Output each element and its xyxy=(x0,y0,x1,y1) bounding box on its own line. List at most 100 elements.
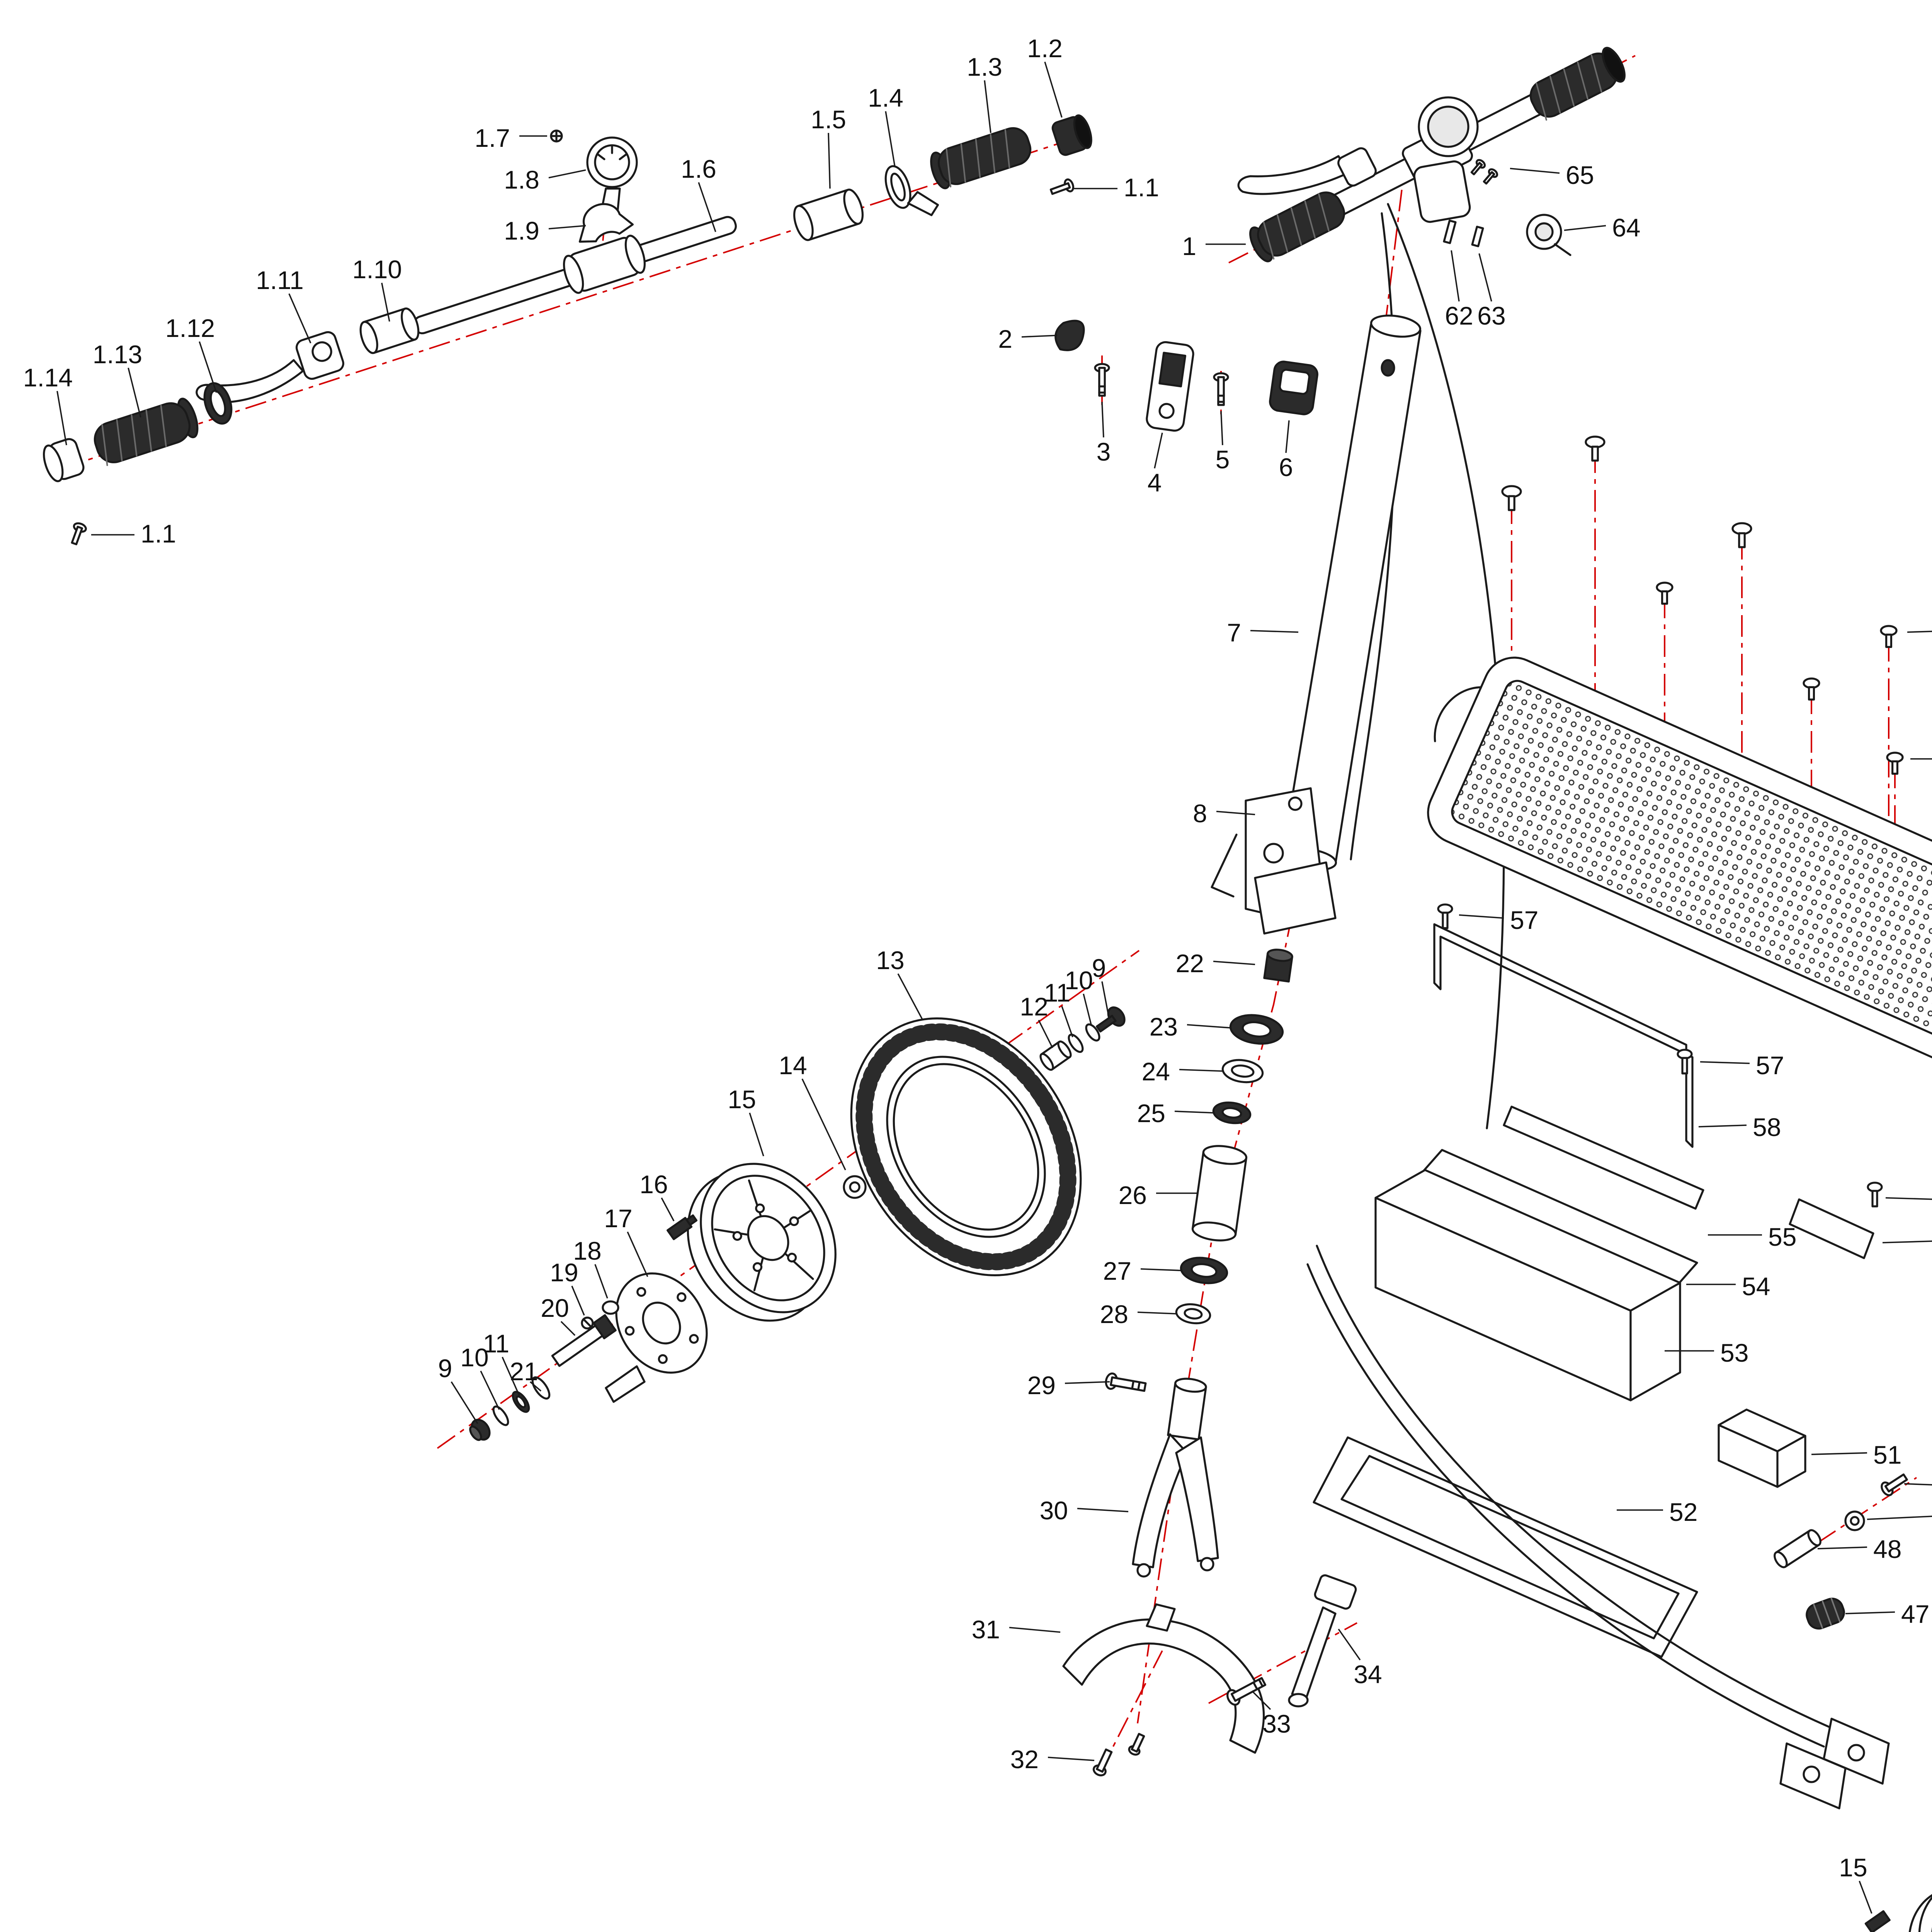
right-handlebar-assembly xyxy=(1237,47,1626,262)
leader-line xyxy=(529,1381,542,1392)
leader-line xyxy=(1077,1508,1129,1512)
bar-clamp xyxy=(359,307,420,354)
leader-line xyxy=(1698,1124,1747,1128)
brake-disc xyxy=(615,1272,708,1374)
part-label-13: 13 xyxy=(876,946,904,975)
front-fork xyxy=(1132,1378,1219,1578)
leader-line xyxy=(1213,961,1255,965)
part-label-20: 20 xyxy=(541,1294,569,1322)
part-label-64: 64 xyxy=(1612,213,1640,242)
part-label-15: 15 xyxy=(1839,1853,1867,1882)
throttle-housing xyxy=(1269,361,1318,415)
leader-line xyxy=(1859,1881,1872,1914)
leader-line xyxy=(451,1381,478,1424)
screw-50 xyxy=(1881,1473,1908,1497)
part-label-1.7: 1.7 xyxy=(474,124,510,152)
part-label-32: 32 xyxy=(1010,1745,1039,1774)
part-label-1.11: 1.11 xyxy=(256,266,304,294)
part-label-54: 54 xyxy=(1742,1272,1770,1301)
folding-mechanism xyxy=(1211,787,1337,935)
bar-end-cap xyxy=(1051,114,1092,156)
rear-assembly xyxy=(1864,1879,1932,1932)
leader-line xyxy=(1811,1452,1867,1455)
disc-bracket xyxy=(605,1365,646,1403)
reflector-49 xyxy=(1844,1510,1865,1531)
part-label-1.1: 1.1 xyxy=(1124,173,1159,202)
leader-line xyxy=(1907,631,1932,633)
part-label-15: 15 xyxy=(728,1085,756,1114)
small-screw xyxy=(550,129,563,143)
part-label-11: 11 xyxy=(483,1329,510,1358)
part-label-10: 10 xyxy=(460,1343,488,1372)
deck-screws xyxy=(1501,435,1904,775)
battery-53 xyxy=(1374,1169,1681,1401)
leader-line xyxy=(1478,253,1492,302)
kickstand-screw xyxy=(1226,1677,1267,1706)
right-brake-lever xyxy=(1237,147,1377,195)
tire-valve xyxy=(666,1214,698,1240)
leader-line xyxy=(627,1231,648,1277)
leader-line xyxy=(571,1286,585,1316)
leader-line xyxy=(381,282,390,322)
bracket-56 xyxy=(1789,1198,1874,1259)
leader-line xyxy=(1187,1024,1231,1029)
display xyxy=(1418,96,1479,157)
screw-57c xyxy=(1867,1182,1883,1208)
part-label-14: 14 xyxy=(779,1051,807,1080)
leader-line xyxy=(502,1357,520,1396)
left-handlebar-assembly xyxy=(43,114,1092,546)
leader-line xyxy=(1564,225,1606,231)
front-fender xyxy=(1062,1603,1265,1754)
part-label-10: 10 xyxy=(1065,966,1093,995)
part-label-57: 57 xyxy=(1510,906,1538,934)
grommet-47 xyxy=(1806,1597,1845,1630)
front-tire xyxy=(850,1017,1082,1276)
part-label-65: 65 xyxy=(1566,161,1594,189)
part-label-1.5: 1.5 xyxy=(811,105,846,134)
leader-line xyxy=(1338,1628,1361,1661)
part-label-17: 17 xyxy=(604,1204,632,1233)
rear-valve xyxy=(1864,1910,1891,1932)
screw-3 xyxy=(1094,363,1110,397)
part-label-1.6: 1.6 xyxy=(681,155,716,183)
part-label-1.10: 1.10 xyxy=(352,255,402,284)
part-label-57: 57 xyxy=(1756,1051,1784,1080)
part-label-6: 6 xyxy=(1279,453,1293,481)
steering-column-parts xyxy=(1105,949,1293,1392)
part-label-55: 55 xyxy=(1768,1223,1796,1251)
leader-line xyxy=(1459,914,1504,919)
clamp-screws xyxy=(1470,159,1498,185)
screw-29 xyxy=(1105,1372,1147,1392)
leader-line xyxy=(1140,1268,1181,1271)
rear-dropouts xyxy=(1779,1718,1890,1810)
part-label-53: 53 xyxy=(1720,1338,1748,1367)
pins xyxy=(1443,219,1484,247)
part-label-1.9: 1.9 xyxy=(504,216,539,245)
leader-line xyxy=(1904,1483,1932,1486)
leader-line xyxy=(1817,1546,1867,1549)
leader-line xyxy=(288,293,311,344)
part-label-52: 52 xyxy=(1669,1498,1697,1526)
part-label-21: 21 xyxy=(510,1357,538,1386)
part-label-4: 4 xyxy=(1148,468,1162,497)
parts-artwork xyxy=(43,47,1932,1932)
part-label-9: 9 xyxy=(438,1354,452,1383)
part-label-1.14: 1.14 xyxy=(23,363,73,392)
leader-line xyxy=(1867,1515,1932,1520)
part-label-1.8: 1.8 xyxy=(504,165,539,194)
controller-box-51 xyxy=(1718,1408,1806,1488)
bell-clamp xyxy=(578,203,634,243)
leader-line xyxy=(1101,981,1109,1014)
part-label-62: 62 xyxy=(1445,301,1473,330)
tube-sleeve xyxy=(793,189,864,241)
leader-line xyxy=(749,1112,764,1156)
bell xyxy=(1526,214,1571,256)
leader-line xyxy=(1038,1020,1053,1048)
screw-5 xyxy=(1213,372,1229,406)
leader-line xyxy=(128,367,141,418)
leader-line xyxy=(1510,168,1560,174)
leader-line xyxy=(897,973,923,1020)
screw-19 xyxy=(581,1316,594,1330)
front-hub-motor xyxy=(687,1163,837,1322)
part-label-23: 23 xyxy=(1150,1012,1178,1041)
